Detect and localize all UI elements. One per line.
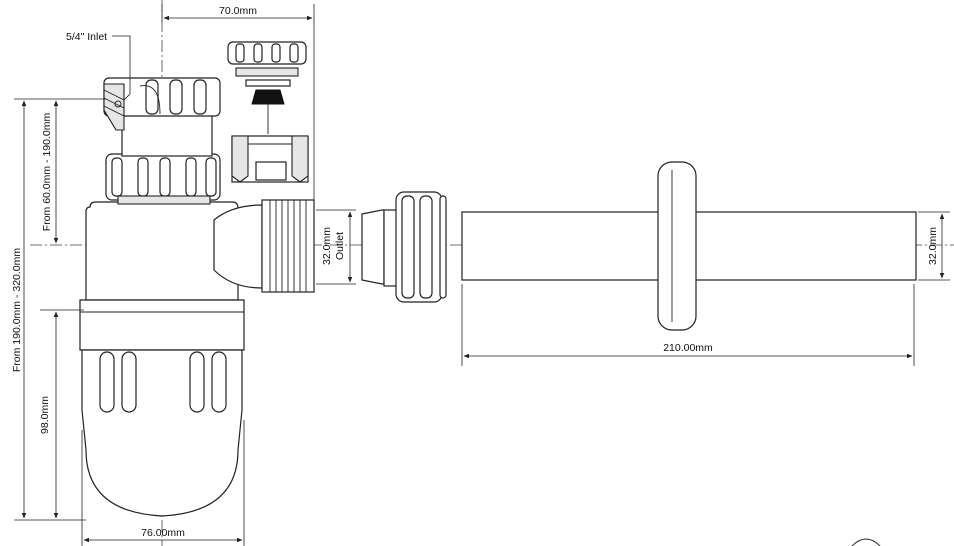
bottle-height-label: 98.0mm — [39, 396, 51, 434]
pipe-diameter-label: 32.0mm — [927, 227, 939, 265]
bottom-width-label: 76.00mm — [141, 527, 185, 539]
compression-nut — [361, 191, 447, 303]
outlet-pipe — [461, 161, 917, 331]
inlet-fitting — [103, 77, 221, 157]
body-nut — [105, 153, 221, 205]
dimension-lines — [14, 4, 950, 546]
inlet-label: 5/4" Inlet — [66, 31, 107, 43]
top-width-label: 70.0mm — [219, 5, 257, 17]
outlet-word-label: Outlet — [334, 232, 346, 260]
outlet-spigot — [261, 199, 315, 293]
inlet-range-label: From 60.0mm - 190.0mm — [41, 113, 53, 232]
outlet-diameter-label: 32.0mm — [321, 227, 333, 265]
height-range-label: From 190.0mm - 320.0mm — [11, 248, 23, 373]
trap-body — [79, 201, 263, 517]
waste-assembly — [227, 41, 309, 183]
pipe-length-label: 210.00mm — [663, 342, 713, 354]
